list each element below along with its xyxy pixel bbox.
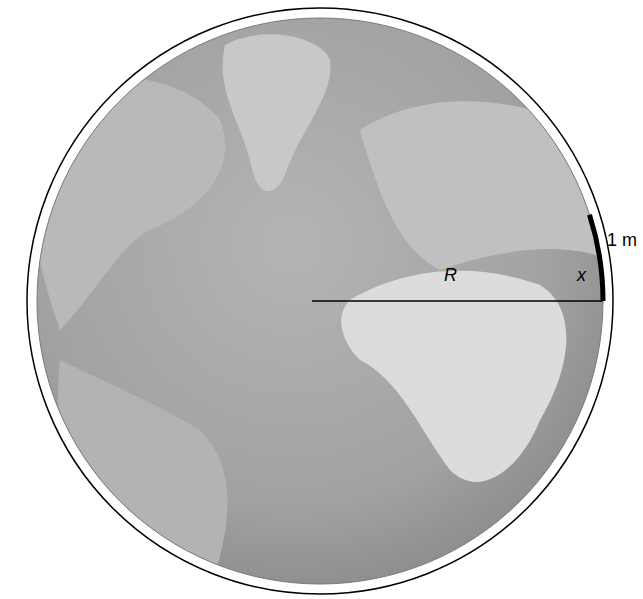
continents <box>27 34 610 590</box>
arc-segment <box>590 215 604 301</box>
radius-line <box>312 300 603 302</box>
height-label: x <box>577 266 586 284</box>
radius-label: R <box>444 266 457 284</box>
outer-circle <box>27 8 613 594</box>
arc-length-label: 1 m <box>607 231 637 249</box>
